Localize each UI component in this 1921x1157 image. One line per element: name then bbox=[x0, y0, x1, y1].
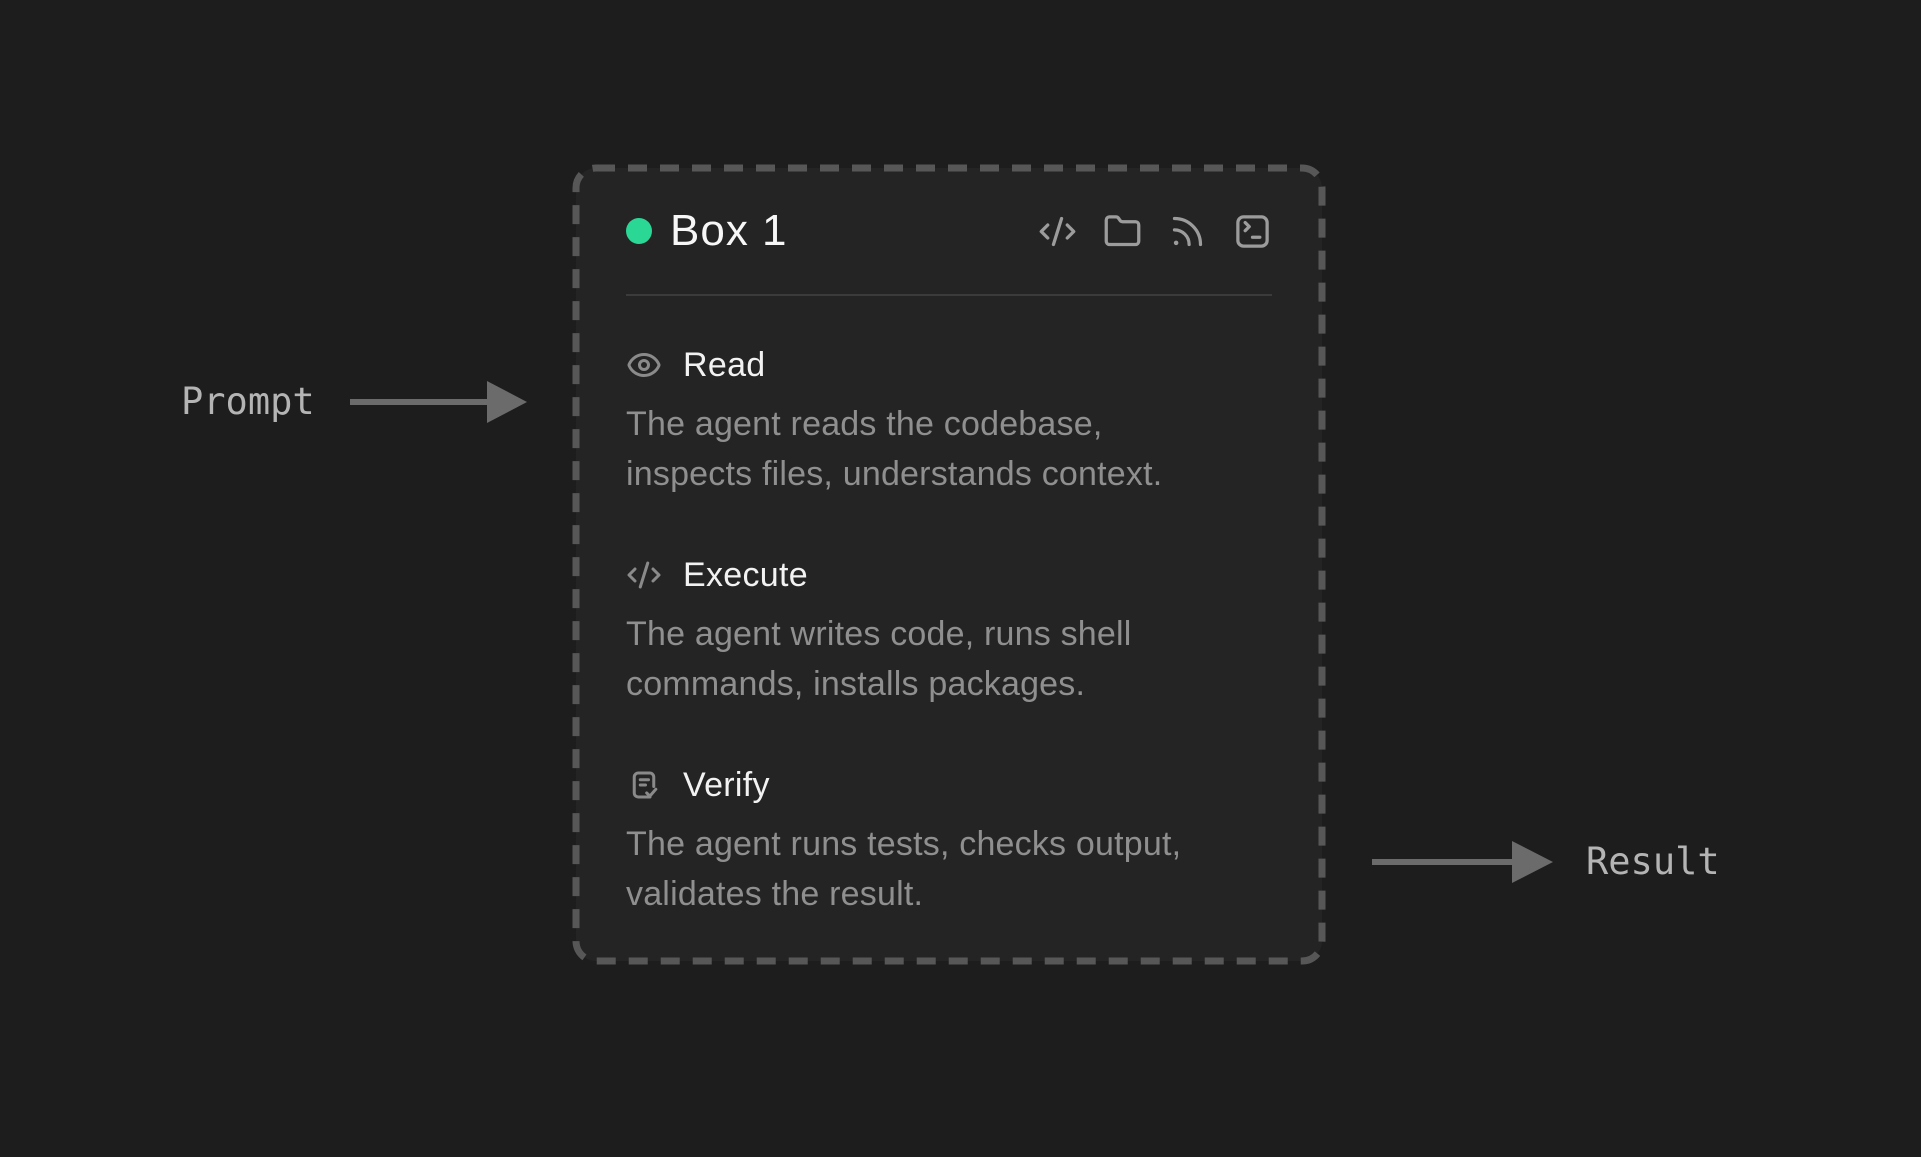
sandbox-box: Box 1 bbox=[576, 168, 1322, 961]
terminal-icon bbox=[1236, 214, 1269, 248]
section-verify: Verify The agent runs tests, checks outp… bbox=[626, 763, 1272, 919]
status-dot-icon bbox=[626, 218, 652, 244]
section-title: Read bbox=[683, 345, 766, 384]
rss-icon bbox=[1172, 216, 1203, 246]
section-execute: Execute The agent writes code, runs shel… bbox=[626, 553, 1272, 709]
clipboard-check-icon bbox=[632, 771, 658, 799]
section-execute-header: Execute bbox=[626, 553, 1272, 597]
section-verify-header: Verify bbox=[626, 763, 1272, 807]
section-title: Verify bbox=[683, 765, 770, 804]
result-label: Result bbox=[1586, 840, 1720, 883]
prompt-label: Prompt bbox=[181, 380, 315, 423]
code-icon bbox=[1039, 216, 1076, 246]
box-toolbar bbox=[1038, 212, 1272, 251]
section-description: The agent reads the codebase, inspects f… bbox=[626, 405, 1163, 493]
section-description: The agent runs tests, checks output, val… bbox=[626, 825, 1182, 913]
result-arrow-icon bbox=[1372, 841, 1553, 883]
section-title: Execute bbox=[683, 555, 808, 594]
box-title: Box 1 bbox=[670, 206, 788, 255]
prompt-arrow-icon bbox=[350, 381, 527, 423]
eye-icon bbox=[627, 353, 661, 377]
sandbox-box-border bbox=[572, 164, 1326, 965]
box-header: Box 1 bbox=[626, 168, 1272, 296]
code-icon bbox=[627, 561, 661, 589]
folder-icon bbox=[1104, 214, 1141, 246]
section-read: Read The agent reads the codebase, inspe… bbox=[626, 343, 1272, 499]
section-read-header: Read bbox=[626, 343, 1272, 387]
section-description: The agent writes code, runs shell comman… bbox=[626, 615, 1132, 703]
